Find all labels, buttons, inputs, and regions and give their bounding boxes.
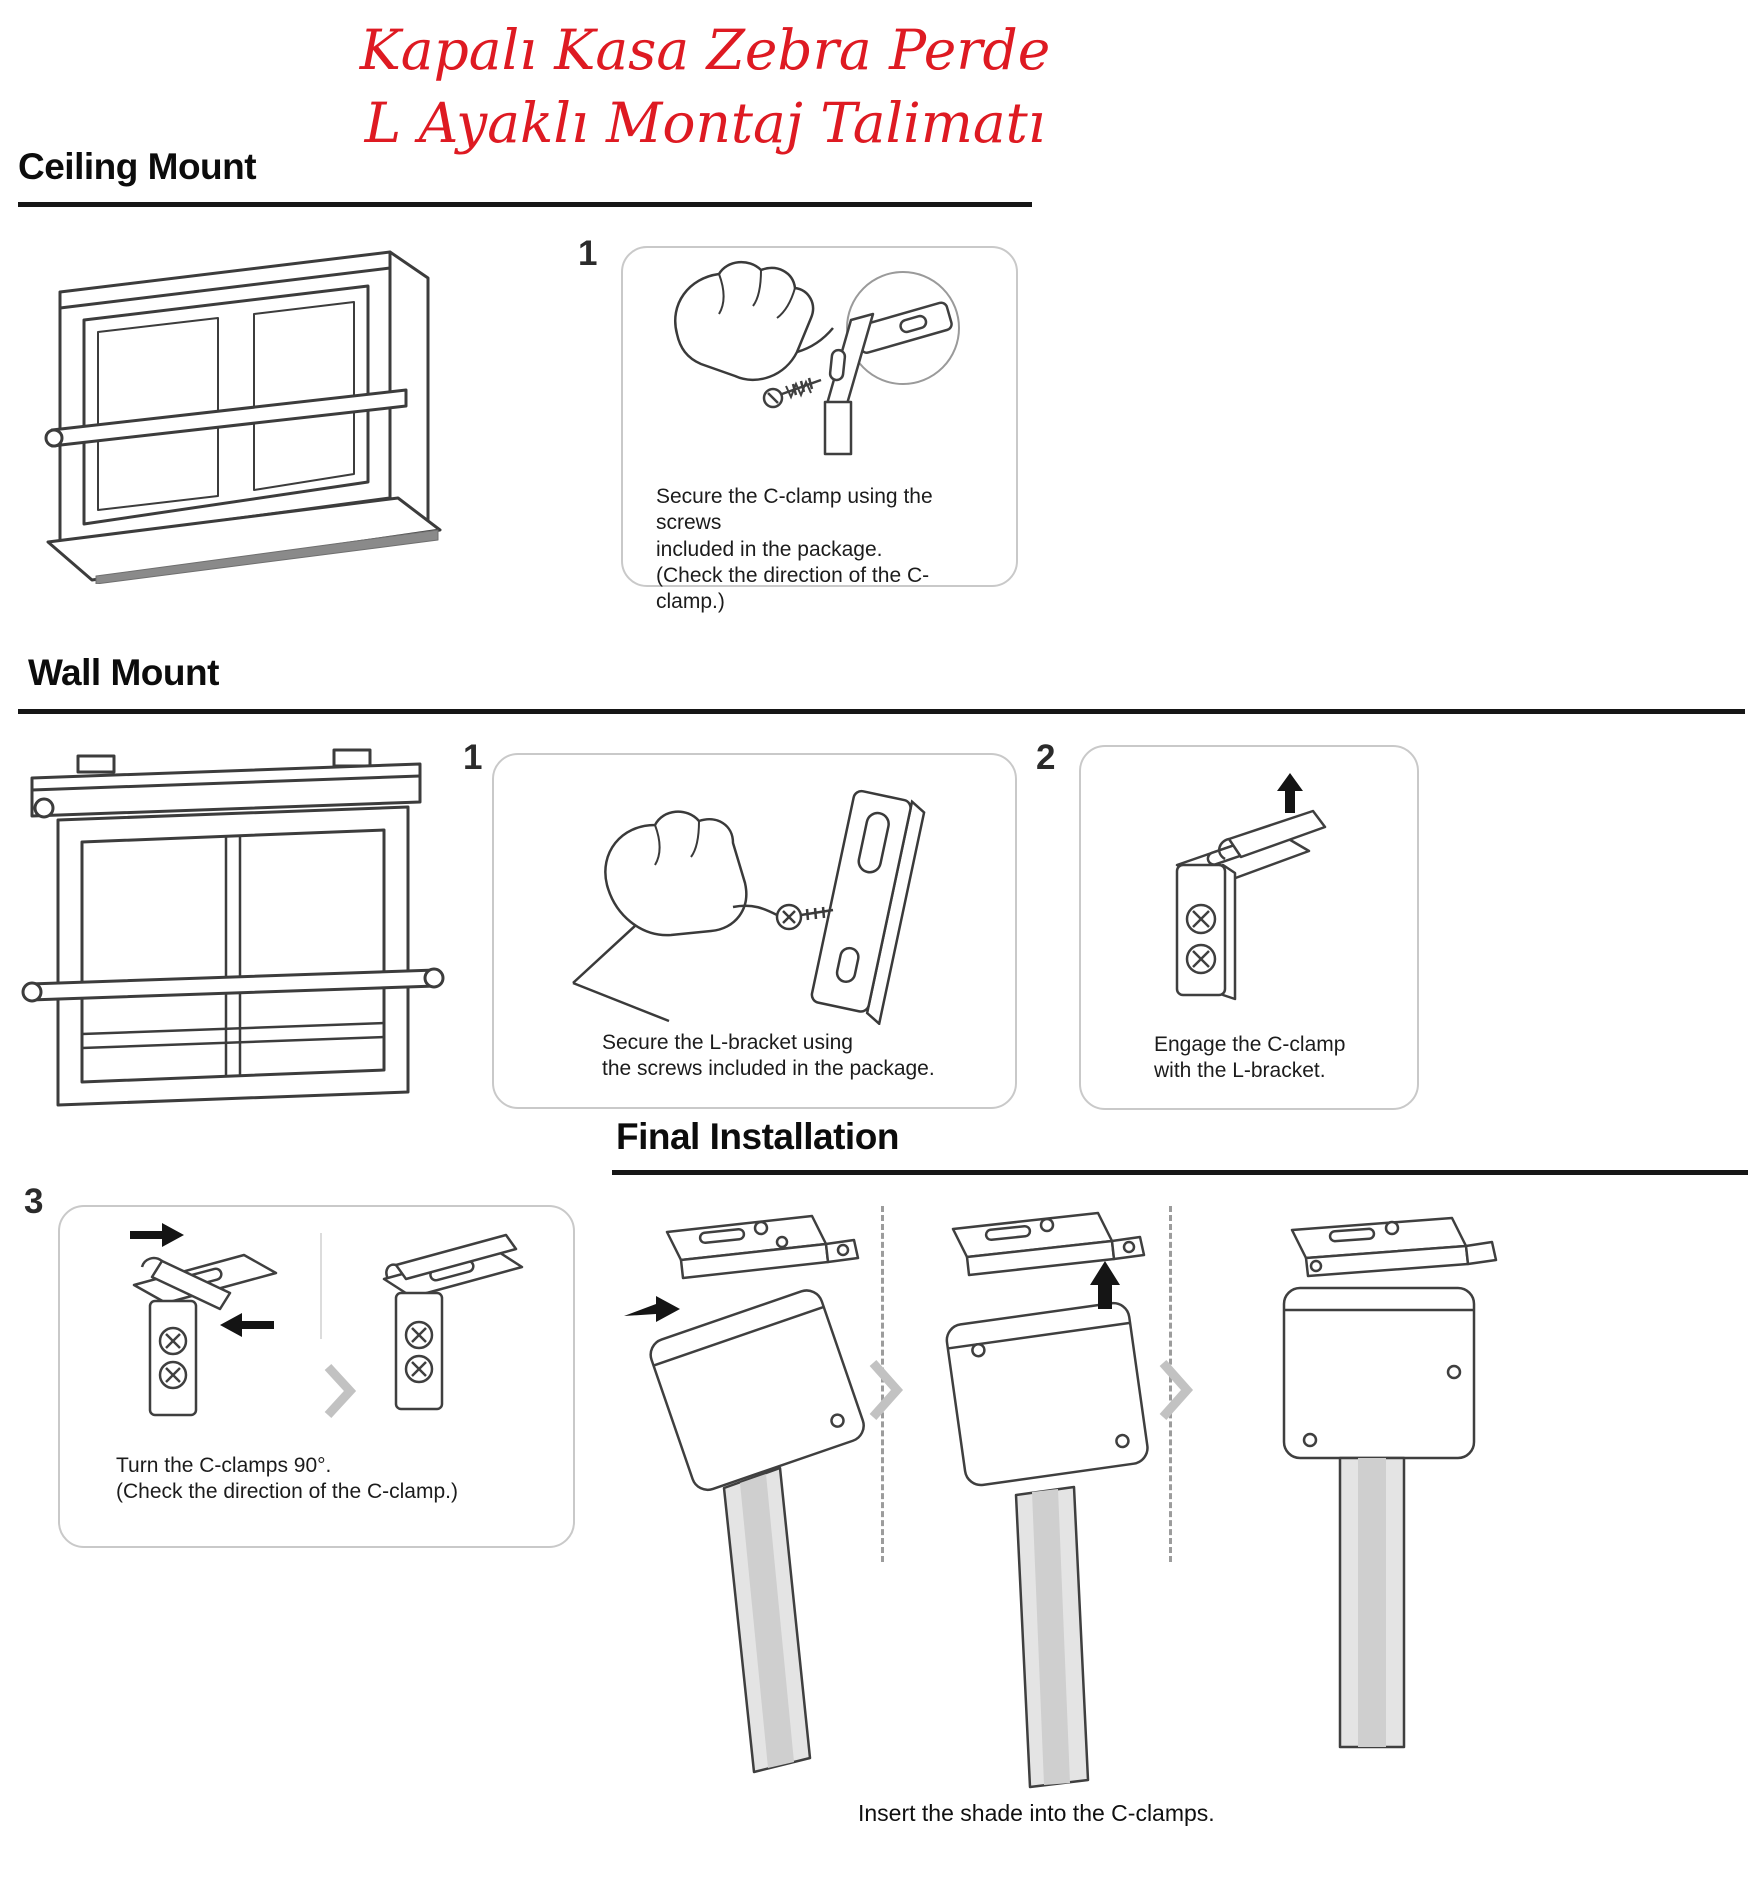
panel-divider-1 (881, 1206, 884, 1562)
caption-line: (Check the direction of the C-clamp.) (656, 563, 930, 613)
caption-line: with the L-bracket. (1154, 1059, 1326, 1083)
ceiling-mount-heading: Ceiling Mount (18, 146, 257, 187)
caption-line: Secure the C-clamp using the screws (656, 485, 933, 535)
next-chevron-icon (1158, 1358, 1194, 1422)
final-installation-caption: Insert the shade into the C-clamps. (858, 1800, 1215, 1826)
wall-step-2-number: 2 (1036, 738, 1056, 777)
c-clamp-screw-hand-illustration (647, 256, 987, 476)
wall-section-rule (18, 709, 1745, 714)
next-chevron-icon (868, 1358, 904, 1422)
ceiling-step-1-caption: Secure the C-clamp using the screws incl… (656, 484, 996, 615)
wall-mount-heading: Wall Mount (28, 652, 219, 693)
insert-arrow-icon (1090, 1261, 1120, 1309)
rotate-arrow-left-icon (220, 1313, 274, 1337)
insert-shade-panel-1-illustration (612, 1198, 877, 1798)
final-step-3-number: 3 (24, 1182, 44, 1221)
ceiling-step-1-box: Secure the C-clamp using the screws incl… (621, 246, 1018, 613)
l-bracket-plate-icon (810, 789, 926, 1025)
document-title-line-2: L Ayaklı Montaj Talimatı (364, 90, 1046, 155)
wall-step-1-number: 1 (463, 738, 483, 777)
wall-step-2-caption: Engage the C-clamp with the L-bracket. (1154, 1032, 1394, 1085)
wall-step-1-caption: Secure the L-bracket using the screws in… (602, 1030, 962, 1083)
document-title-line-1: Kapalı Kasa Zebra Perde (359, 18, 1051, 82)
final-step-3-caption: Turn the C-clamps 90°. (Check the direct… (116, 1453, 516, 1506)
caption-line: Engage the C-clamp (1154, 1033, 1346, 1056)
ceiling-section-rule (18, 202, 1032, 207)
caption-line: included in the package. (656, 537, 883, 561)
l-bracket-screw-hand-illustration (549, 767, 969, 1025)
final-installation-heading: Final Installation (616, 1116, 899, 1157)
wall-step-1-box: Secure the L-bracket using the screws in… (492, 753, 1017, 1109)
ceiling-step-1-number: 1 (578, 234, 598, 273)
ceiling-mount-window-illustration (38, 232, 458, 584)
insert-arrow-icon (624, 1296, 680, 1322)
insert-shade-panel-2-illustration (898, 1195, 1166, 1795)
caption-line: the screws included in the package. (602, 1057, 935, 1081)
next-chevron-icon (324, 1363, 357, 1419)
zoom-circle-icon (846, 271, 960, 385)
rotate-arrow-right-icon (130, 1223, 184, 1247)
final-section-rule (612, 1170, 1748, 1175)
up-arrow-icon (1277, 773, 1303, 813)
final-step-3-box: Turn the C-clamps 90°. (Check the direct… (58, 1205, 575, 1548)
turn-c-clamps-illustration (78, 1221, 548, 1445)
panel-divider-2 (1169, 1206, 1172, 1562)
insert-shade-panel-3-illustration (1222, 1202, 1522, 1762)
hand-icon (674, 261, 834, 382)
document-title: Kapalı Kasa Zebra Perde L Ayaklı Montaj … (0, 14, 1410, 159)
caption-line: Secure the L-bracket using (602, 1031, 853, 1054)
caption-line: (Check the direction of the C-clamp.) (116, 1480, 458, 1504)
screw-spring-icon (762, 377, 822, 409)
hand-icon (604, 810, 778, 937)
wall-step-2-box: Engage the C-clamp with the L-bracket. (1079, 745, 1419, 1110)
wall-mount-window-illustration (16, 732, 456, 1117)
screw-icon (775, 903, 834, 931)
caption-line: Turn the C-clamps 90°. (116, 1454, 332, 1477)
c-clamp-engage-l-bracket-illustration (1123, 769, 1379, 1021)
